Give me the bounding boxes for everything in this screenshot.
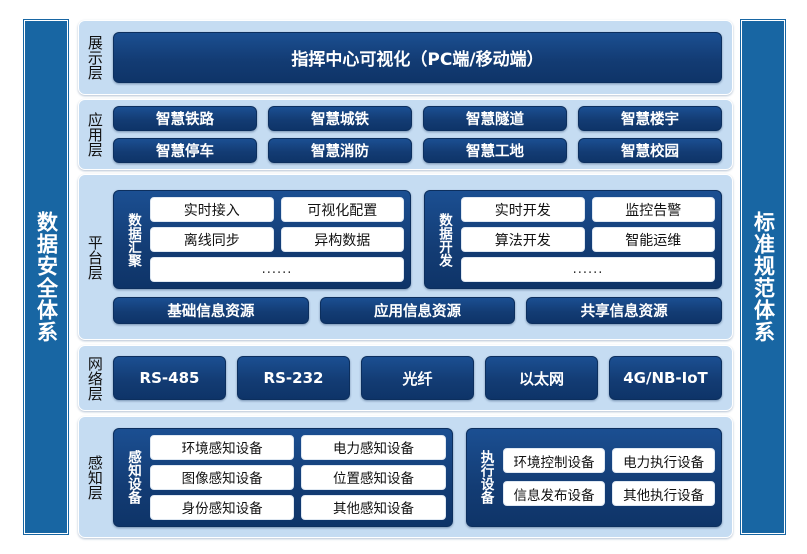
network-item-rs232[interactable]: RS-232	[237, 356, 350, 400]
app-item-smart-parking[interactable]: 智慧停车	[113, 138, 257, 163]
layer-platform-label: 平台层	[85, 234, 104, 280]
network-item-ethernet[interactable]: 以太网	[485, 356, 598, 400]
platform-group-1-cells: 实时开发 监控告警 算法开发 智能运维 ......	[461, 197, 715, 282]
layer-presentation: 展示层 指挥中心可视化（PC端/移动端）	[78, 20, 733, 95]
sensor-power[interactable]: 电力感知设备	[301, 434, 446, 460]
actuator-power[interactable]: 电力执行设备	[612, 448, 715, 473]
sensing-group-0-title: 感知设备	[124, 450, 141, 504]
layer-application: 应用层 智慧铁路 智慧城铁 智慧隧道 智慧楼宇 智慧停车 智慧消防 智慧工地 智…	[78, 99, 733, 170]
sensing-group-0-cells: 环境感知设备 电力感知设备 图像感知设备 位置感知设备 身份感知设备 其他感知设…	[150, 434, 446, 520]
app-item-smart-railway[interactable]: 智慧铁路	[113, 106, 257, 131]
sensing-group-1-cells: 环境控制设备 电力执行设备 信息发布设备 其他执行设备	[502, 435, 715, 520]
platform-group-data-aggregation: 数据汇聚 实时接入 可视化配置 离线同步 异构数据 ......	[113, 190, 411, 289]
layer-platform-body: 数据汇聚 实时接入 可视化配置 离线同步 异构数据 ...... 数据开发 实时…	[109, 175, 732, 339]
platform-cell-heterogeneous[interactable]: 异构数据	[280, 227, 404, 252]
platform-cell-realtime-dev[interactable]: 实时开发	[461, 197, 585, 222]
app-item-smart-site[interactable]: 智慧工地	[423, 138, 567, 163]
platform-group-1-title: 数据开发	[435, 212, 452, 267]
app-item-smart-fire[interactable]: 智慧消防	[268, 138, 412, 163]
network-grid: RS-485 RS-232 光纤 以太网 4G/NB-IoT	[113, 356, 722, 400]
platform-cell-realtime-access[interactable]: 实时接入	[150, 197, 274, 222]
layer-network-label: 网络层	[85, 355, 104, 401]
sensor-environment[interactable]: 环境感知设备	[150, 434, 295, 460]
actuator-environment-control[interactable]: 环境控制设备	[502, 448, 606, 473]
pillar-left-label: 数据安全体系	[34, 211, 59, 343]
resource-basic-info[interactable]: 基础信息资源	[113, 297, 309, 324]
sensor-image[interactable]: 图像感知设备	[150, 464, 295, 490]
platform-cell-monitor-alarm[interactable]: 监控告警	[591, 197, 715, 222]
app-item-smart-building[interactable]: 智慧楼宇	[578, 106, 722, 131]
sensing-group-sensors: 感知设备 环境感知设备 电力感知设备 图像感知设备 位置感知设备 身份感知设备 …	[113, 427, 453, 527]
sensing-groups: 感知设备 环境感知设备 电力感知设备 图像感知设备 位置感知设备 身份感知设备 …	[113, 427, 722, 527]
layer-network-body: RS-485 RS-232 光纤 以太网 4G/NB-IoT	[109, 346, 732, 410]
actuator-other[interactable]: 其他执行设备	[612, 481, 715, 506]
resource-shared-info[interactable]: 共享信息资源	[526, 297, 722, 324]
network-item-rs485[interactable]: RS-485	[113, 356, 226, 400]
resource-app-info[interactable]: 应用信息资源	[319, 297, 516, 324]
platform-groups: 数据汇聚 实时接入 可视化配置 离线同步 异构数据 ...... 数据开发 实时…	[113, 190, 722, 289]
platform-resource-row: 基础信息资源 应用信息资源 共享信息资源	[113, 297, 722, 324]
layer-platform: 平台层 数据汇聚 实时接入 可视化配置 离线同步 异构数据 ...... 数据开…	[78, 174, 733, 340]
layer-sensing-body: 感知设备 环境感知设备 电力感知设备 图像感知设备 位置感知设备 身份感知设备 …	[109, 417, 732, 537]
presentation-command-center-box[interactable]: 指挥中心可视化（PC端/移动端）	[113, 32, 722, 83]
layer-sensing: 感知层 感知设备 环境感知设备 电力感知设备 图像感知设备 位置感知设备 身份感…	[78, 416, 733, 538]
layer-application-body: 智慧铁路 智慧城铁 智慧隧道 智慧楼宇 智慧停车 智慧消防 智慧工地 智慧校园	[109, 100, 732, 169]
platform-cell-visual-config[interactable]: 可视化配置	[280, 197, 404, 222]
platform-cell-offline-sync[interactable]: 离线同步	[150, 227, 274, 252]
pillar-right-label: 标准规范体系	[751, 211, 776, 343]
sensor-position[interactable]: 位置感知设备	[301, 464, 446, 490]
layer-sensing-label: 感知层	[85, 454, 104, 500]
platform-cell-smart-ops[interactable]: 智能运维	[591, 227, 715, 252]
sensor-other[interactable]: 其他感知设备	[301, 494, 446, 520]
platform-cell-more-1[interactable]: ......	[461, 257, 715, 282]
app-item-smart-metro[interactable]: 智慧城铁	[268, 106, 412, 131]
pillar-data-security: 数据安全体系	[24, 20, 68, 534]
platform-group-0-title: 数据汇聚	[124, 212, 141, 267]
sensor-identity[interactable]: 身份感知设备	[150, 494, 295, 520]
layer-network: 网络层 RS-485 RS-232 光纤 以太网 4G/NB-IoT	[78, 345, 733, 411]
network-item-fiber[interactable]: 光纤	[361, 356, 474, 400]
network-item-4g-nbiot[interactable]: 4G/NB-IoT	[609, 356, 722, 400]
pillar-standard-spec: 标准规范体系	[741, 20, 785, 534]
platform-group-0-cells: 实时接入 可视化配置 离线同步 异构数据 ......	[150, 197, 404, 282]
layer-application-label: 应用层	[85, 112, 104, 157]
sensing-group-actuators: 执行设备 环境控制设备 电力执行设备 信息发布设备 其他执行设备	[465, 427, 722, 527]
application-grid: 智慧铁路 智慧城铁 智慧隧道 智慧楼宇 智慧停车 智慧消防 智慧工地 智慧校园	[113, 106, 722, 163]
app-item-smart-campus[interactable]: 智慧校园	[578, 138, 722, 163]
sensing-group-1-title: 执行设备	[477, 450, 494, 504]
layer-presentation-body: 指挥中心可视化（PC端/移动端）	[109, 21, 732, 94]
layer-presentation-label: 展示层	[85, 35, 104, 80]
platform-group-data-development: 数据开发 实时开发 监控告警 算法开发 智能运维 ......	[424, 190, 722, 289]
platform-cell-more-0[interactable]: ......	[150, 257, 404, 282]
app-item-smart-tunnel[interactable]: 智慧隧道	[423, 106, 567, 131]
platform-cell-algorithm-dev[interactable]: 算法开发	[461, 227, 585, 252]
actuator-info-release[interactable]: 信息发布设备	[502, 481, 606, 506]
